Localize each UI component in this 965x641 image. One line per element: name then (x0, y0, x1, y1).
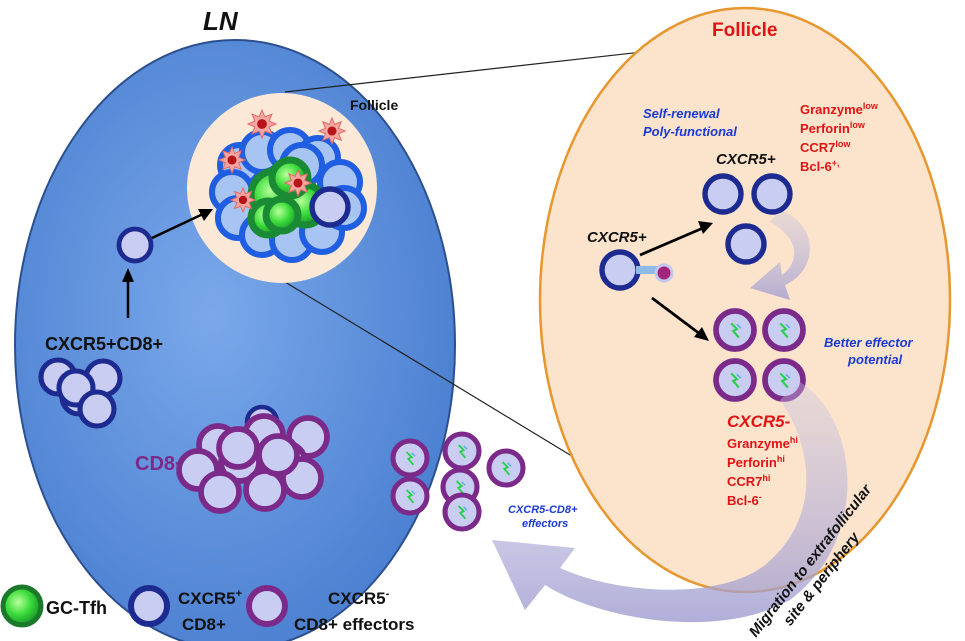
granule-mark (463, 445, 468, 450)
effectors-label-2: effectors (522, 518, 568, 530)
ln-title: LN (203, 6, 239, 36)
star-nucleus (227, 155, 237, 165)
legend-gc-tfh-label: GC-Tfh (46, 598, 107, 618)
outside-effector-cells (390, 431, 526, 532)
granule-mark (455, 480, 465, 495)
granule-mark (411, 490, 416, 495)
zoom-cxcr5-cell (702, 173, 744, 215)
cxcr5-cd8-label: CXCR5+CD8+ (45, 334, 163, 354)
granule-mark (463, 506, 468, 511)
better-effector-text-2: potential (847, 352, 903, 367)
ln-arrows (122, 209, 213, 318)
cell-division-bridge (636, 266, 658, 274)
granule-mark (507, 462, 512, 467)
granule-mark (736, 373, 742, 379)
daughter-cell (654, 263, 674, 283)
star-nucleus (327, 126, 337, 136)
granule-mark (785, 373, 791, 379)
legend-cxcr5-pos-icon (128, 585, 170, 627)
tfh-star-cells (217, 108, 347, 214)
granule-mark (457, 444, 467, 459)
marker-bottom-1: Perforinhi (727, 454, 785, 470)
granule-mark (457, 505, 467, 520)
ln-migrating-cxcr5-cell (116, 226, 154, 264)
granule-mark (461, 481, 466, 486)
marker-top-1: Perforinlow (800, 120, 866, 136)
ln-cd8-cell (216, 426, 260, 470)
marker-bottom-0: Granzymehi (727, 435, 798, 451)
ln-cd8-cell (256, 433, 300, 477)
better-effector-text-1: Better effector (824, 335, 914, 350)
granule-mark (501, 461, 511, 476)
granule-mark (730, 322, 740, 339)
marker-bottom-2: CCR7hi (727, 473, 770, 489)
star-nucleus (257, 119, 267, 129)
legend-cxcr5-neg-icon (246, 585, 288, 627)
zoom-cxcr5-dividing-cell (599, 249, 641, 291)
poly-functional-text: Poly-functional (643, 124, 737, 139)
marker-bottom-3: Bcl-6- (727, 492, 762, 508)
zoom-arrows (639, 221, 713, 341)
granule-mark (779, 322, 789, 339)
ln-cd8-cell (198, 470, 242, 514)
gc-tfh-cell (262, 195, 302, 235)
legend-gc-tfh-icon (0, 584, 44, 628)
marker-top-3: Bcl-6+, (800, 158, 840, 174)
markers-bottom: Granzymehi Perforinhi CCR7hi Bcl-6- (727, 435, 798, 508)
marker-top-2: CCR7low (800, 139, 851, 155)
ln-cd8-cluster (176, 404, 330, 514)
granule-mark (405, 451, 415, 466)
self-renewal-text: Self-renewal (643, 106, 720, 121)
follicle-cxcr5-cell (309, 186, 351, 228)
granule-mark (785, 323, 791, 329)
marker-top-0: Granzymelow (800, 101, 879, 117)
star-nucleus (238, 195, 248, 205)
legend: GC-Tfh CXCR5+ CD8+ CXCR5- CD8+ effectors (0, 584, 414, 634)
follicle-small-label: Follicle (350, 97, 398, 113)
cd8-label: CD8+ (135, 453, 187, 475)
zoom-cxcr5-cells (599, 173, 793, 291)
effectors-label-1: CXCR5-CD8+ (508, 504, 578, 516)
legend-cxcr5-neg-line1: CXCR5- (328, 588, 390, 608)
ln-cxcr5-cluster (38, 357, 123, 429)
cxcr5-pos-left-label: CXCR5+ (587, 229, 647, 246)
legend-cxcr5-neg-line2: CD8+ effectors (294, 615, 414, 634)
cxcr5-neg-label: CXCR5- (727, 412, 791, 431)
legend-cxcr5-pos-line1: CXCR5+ (178, 588, 242, 608)
ln-cxcr5-cell (77, 389, 117, 429)
self-renewal-curve-arrow (750, 210, 810, 300)
zoom-cxcr5-cell (725, 223, 767, 265)
granule-mark (730, 372, 740, 389)
migration-arrow (492, 382, 848, 623)
markers-top: Granzymelow Perforinlow CCR7low Bcl-6+, (800, 101, 879, 174)
cxcr5-pos-top-label: CXCR5+ (716, 151, 776, 168)
granule-mark (411, 452, 416, 457)
zoom-line-top (284, 49, 661, 93)
zoom-cxcr5-cell (751, 173, 793, 215)
ln-cxcr5-single-cell (116, 226, 154, 264)
follicle-zoom-title: Follicle (712, 20, 777, 41)
granule-mark (779, 372, 789, 389)
star-nucleus (293, 178, 303, 188)
granule-mark (405, 489, 415, 504)
granule-mark (736, 323, 742, 329)
legend-cxcr5-pos-line2: CD8+ (182, 615, 226, 634)
